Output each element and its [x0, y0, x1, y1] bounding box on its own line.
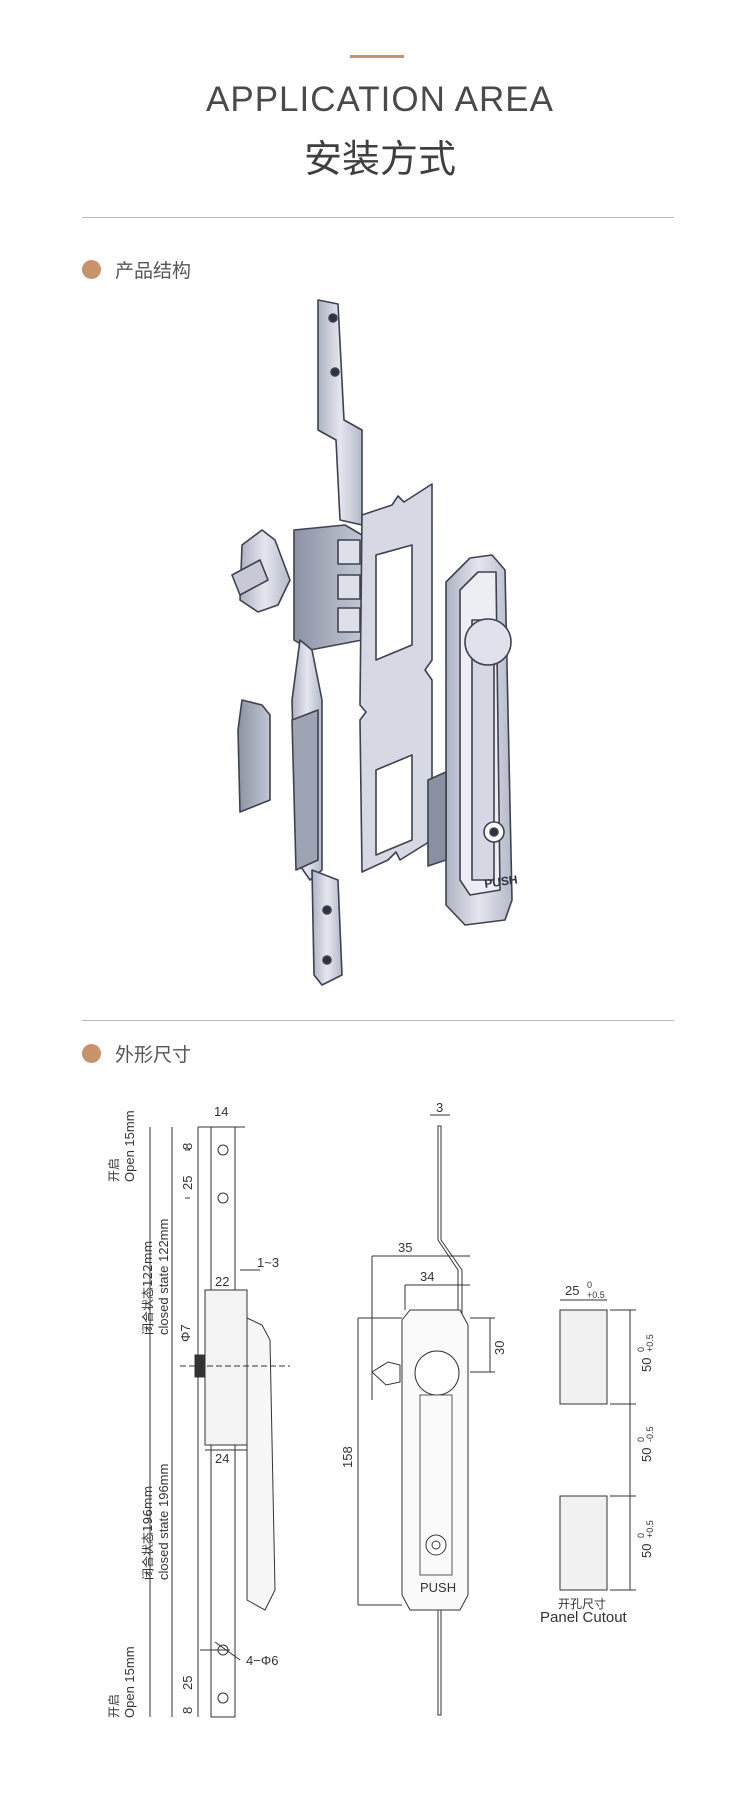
title-accent-bar: [350, 55, 404, 58]
push-label: PUSH: [483, 872, 518, 891]
dim-35: 35: [398, 1240, 412, 1255]
dim-14: 14: [214, 1104, 228, 1119]
closed-top-cn: 闭合状态122mm: [140, 1241, 155, 1335]
open-label-bottom-cn: 开启: [107, 1694, 121, 1718]
cut-tol-25-plus: +0.5: [587, 1290, 605, 1300]
closed-top-en: closed state 122mm: [156, 1219, 171, 1335]
open-label-top-en: Open 15mm: [122, 1110, 137, 1182]
dimension-drawing: 14 8 25 1~3 22 Φ7 24 25 8 4−Φ6 开启 Open 1…: [107, 1100, 655, 1718]
side-hook: [237, 699, 271, 813]
dim-22: 22: [215, 1274, 229, 1289]
dim-8-bottom: 8: [180, 1707, 195, 1714]
section-header-structure: 产品结构: [82, 257, 192, 282]
dim-25-bottom: 25: [180, 1676, 195, 1690]
latch-piece: [427, 771, 447, 867]
dim-34: 34: [420, 1269, 434, 1284]
product-structure-illustration: PUSH: [231, 299, 518, 986]
cutout-label-cn: 开孔尺寸: [558, 1597, 606, 1611]
dim-3: 3: [436, 1100, 443, 1115]
front-housing: [204, 1289, 248, 1446]
section-divider-middle: [82, 1020, 674, 1021]
handle-knob: [464, 618, 512, 666]
side-push-label: PUSH: [420, 1580, 456, 1595]
cut-tol-lower-0: 0: [636, 1533, 646, 1538]
cut-dim-50-upper: 50: [639, 1358, 654, 1372]
cut-tol-lower-plus: +0.5: [645, 1520, 655, 1538]
section-divider-top: [82, 217, 674, 218]
bullet-dot-icon: [82, 1043, 101, 1063]
cut-dim-25: 25: [565, 1283, 579, 1298]
cutout-lower: [559, 1495, 608, 1591]
section-header-dimensions: 外形尺寸: [82, 1041, 192, 1066]
dim-1-3: 1~3: [257, 1255, 279, 1270]
dim-4phi6: 4−Φ6: [246, 1653, 278, 1668]
section-label-dimensions: 外形尺寸: [115, 1043, 192, 1066]
side-rod-outline: [437, 1125, 463, 1716]
cut-dim-50-lower: 50: [639, 1544, 654, 1558]
page-title-chinese: 安装方式: [303, 137, 456, 181]
open-label-bottom-en: Open 15mm: [122, 1646, 137, 1718]
page-title-english: APPLICATION AREA: [206, 80, 554, 119]
cutout-label-en: Panel Cutout: [540, 1609, 628, 1626]
rod-top: [317, 299, 363, 526]
dim-30: 30: [492, 1341, 507, 1355]
dim-25-top: 25: [180, 1176, 195, 1190]
dim-24: 24: [215, 1451, 229, 1466]
section-label-structure: 产品结构: [115, 259, 192, 282]
cut-tol-middle-minus: -0.5: [645, 1426, 655, 1442]
closed-bottom-cn: 闭合状态196mm: [140, 1486, 155, 1580]
cut-tol-upper-0: 0: [636, 1347, 646, 1352]
cutout-upper: [559, 1309, 608, 1405]
closed-bottom-en: closed state 196mm: [156, 1464, 171, 1580]
dim-phi7: Φ7: [178, 1324, 193, 1342]
dim-158: 158: [340, 1446, 355, 1468]
bullet-dot-icon: [82, 259, 101, 279]
cut-tol-25-0: 0: [587, 1280, 592, 1290]
cut-tol-middle-0: 0: [636, 1437, 646, 1442]
cut-dim-50-middle: 50: [639, 1448, 654, 1462]
open-label-top-cn: 开启: [107, 1158, 121, 1182]
rod-bottom: [311, 869, 343, 986]
side-knob-outline: [414, 1350, 460, 1396]
cut-tol-upper-plus: +0.5: [645, 1334, 655, 1352]
dim-8-top: 8: [180, 1143, 195, 1150]
